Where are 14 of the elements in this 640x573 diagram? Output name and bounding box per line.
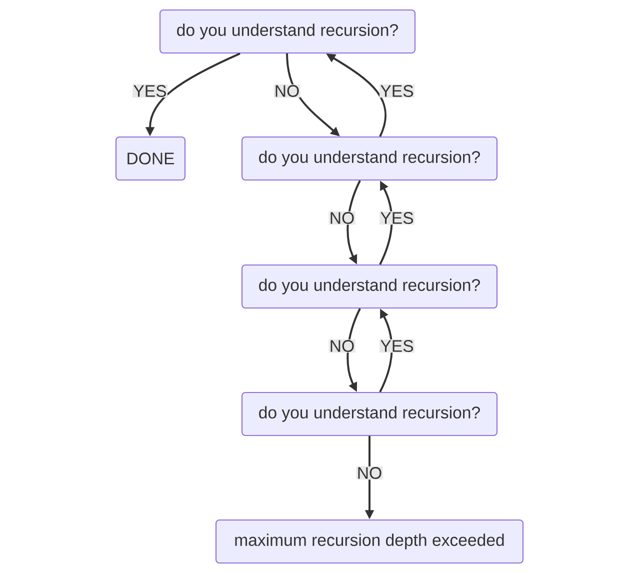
edge-label: YES: [132, 84, 168, 98]
edge-label: NO: [328, 211, 356, 225]
edge-label: YES: [380, 84, 414, 98]
process-box: DONE: [115, 136, 186, 181]
process-box: do you understand recursion?: [241, 136, 498, 181]
process-box: do you understand recursion?: [159, 9, 416, 54]
edge-label: NO: [356, 466, 383, 480]
edge-label: YES: [380, 339, 414, 353]
edge-label: YES: [380, 211, 414, 225]
process-box: do you understand recursion?: [241, 264, 498, 309]
process-box: maximum recursion depth exceeded: [215, 519, 524, 564]
process-box: do you understand recursion?: [241, 392, 498, 436]
edge-label: NO: [274, 84, 300, 98]
edge-label: NO: [328, 339, 356, 353]
